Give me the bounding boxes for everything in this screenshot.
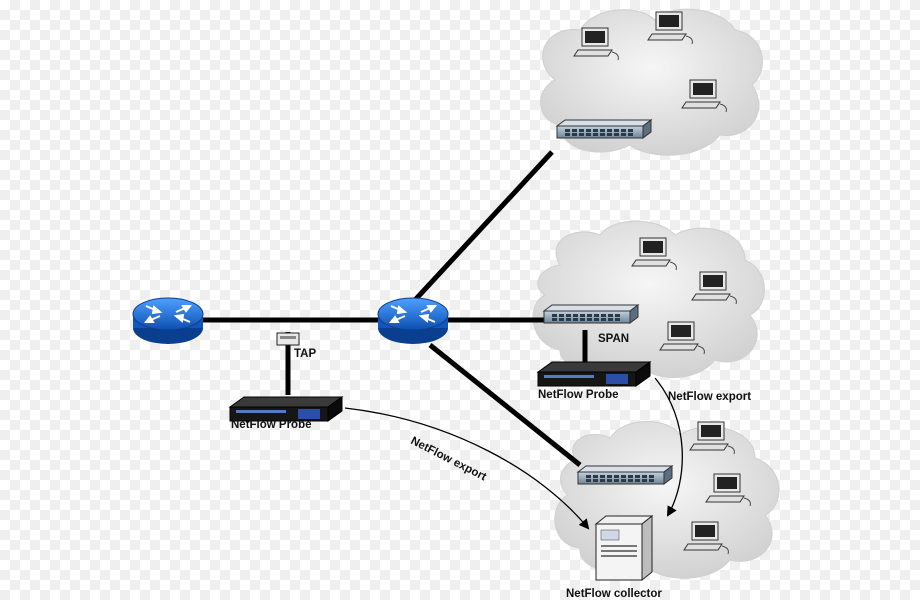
switch-icon [577,465,673,485]
cloud-icon [532,220,765,378]
netflow-probe-label-right: NetFlow Probe [538,389,619,401]
export-arrow-right [654,377,683,517]
netflow-probe-icon [537,361,651,387]
router-icon [377,297,449,345]
tap-label: TAP [294,348,316,360]
span-label: SPAN [598,333,629,345]
cloud-icon [554,421,780,579]
tap-icon [276,332,300,346]
netflow-probe-icon [229,396,343,422]
network-links [200,150,588,467]
link-router-switch-bottom [428,343,582,467]
router-icon [132,297,204,345]
netflow-export-label-right: NetFlow export [668,391,751,403]
switch-icon [543,304,639,324]
netflow-probe-label-left: NetFlow Probe [231,419,312,431]
netflow-collector-label: NetFlow collector [566,588,662,600]
switch-icon [556,119,652,139]
server-icon [594,514,654,582]
link-router-switch-top [413,150,554,302]
export-arrow-left [344,407,590,530]
netflow-export-label-left: NetFlow export [409,435,489,483]
